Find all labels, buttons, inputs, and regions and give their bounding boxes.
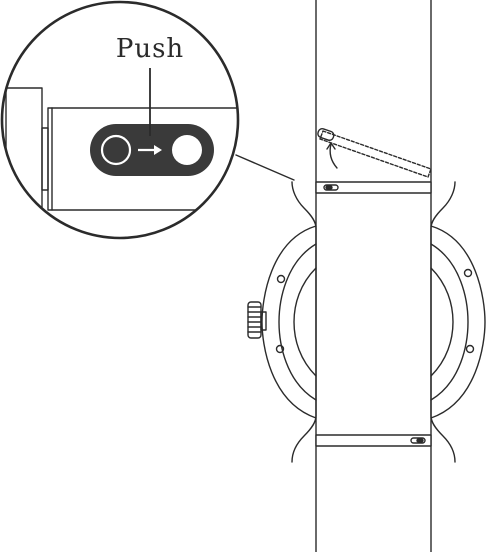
pin-start-icon <box>100 134 132 166</box>
pin-end-icon <box>172 135 202 165</box>
bezel-marker <box>275 344 285 354</box>
spring-bar-removed <box>317 127 432 178</box>
push-label: Push <box>116 34 184 64</box>
bezel-marker <box>276 274 286 284</box>
spring-bar-bottom <box>410 437 426 444</box>
spring-bar-top <box>323 184 339 191</box>
bezel-marker <box>463 268 473 278</box>
callout-leader <box>235 154 295 181</box>
watch-band <box>315 0 432 552</box>
bezel-marker <box>465 344 475 354</box>
release-pin <box>90 124 214 176</box>
curved-arrow-icon <box>329 143 338 169</box>
watch-case <box>261 181 486 463</box>
crown-icon <box>247 301 267 339</box>
